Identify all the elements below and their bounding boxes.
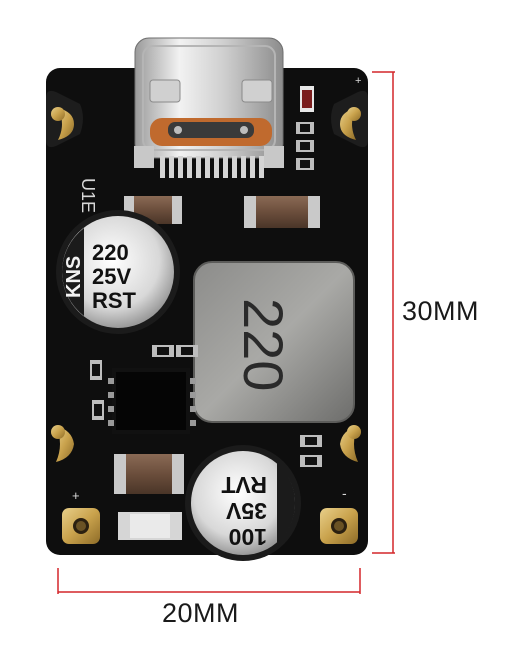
silk-plus-mark: + — [72, 488, 80, 503]
usb-pin — [169, 156, 174, 178]
usb-pin — [196, 156, 201, 178]
usb-shield-tabs — [134, 146, 284, 168]
usb-pin — [178, 156, 183, 178]
usb-pin — [187, 156, 192, 178]
usb-pin — [232, 156, 237, 178]
smd-resistor-bottom — [118, 512, 182, 540]
ic-pin — [108, 420, 114, 426]
mounting-pad-top-left — [46, 90, 83, 148]
width-dimension-line — [57, 568, 361, 594]
usb-pin — [259, 156, 264, 178]
usb-pin — [223, 156, 228, 178]
ic-chip — [108, 368, 196, 434]
solder-pad-negative — [320, 508, 358, 544]
smd-capacitor-top-right — [244, 196, 320, 228]
height-dimension-label: 30MM — [402, 296, 480, 326]
cap-voltage-label: 25V — [92, 264, 131, 289]
cap-value-label: 220 — [92, 240, 129, 265]
usb-pin — [250, 156, 255, 178]
power-inductor: 220 — [193, 261, 355, 423]
usb-pin — [205, 156, 210, 178]
silk-plus-top: + — [355, 75, 361, 87]
ic-pin — [190, 420, 196, 426]
cap2-series-label: RVT — [221, 472, 267, 498]
height-dimension-line — [372, 71, 395, 554]
smd-resistor-array — [296, 122, 314, 170]
usb-c-pins — [160, 156, 264, 178]
silk-label-u1e: U1E — [78, 178, 98, 213]
cap2-voltage-label: 35V — [225, 498, 267, 524]
usb-pin — [160, 156, 165, 178]
ic-pin — [108, 392, 114, 398]
cap-brand-label: KNS — [63, 256, 85, 298]
usb-pin — [241, 156, 246, 178]
ic-pin — [108, 378, 114, 384]
electrolytic-capacitor-100uf: 100 35V RVT — [185, 445, 301, 561]
mounting-pad-top-right — [331, 90, 368, 148]
ic-pin — [190, 406, 196, 412]
smd-capacitor-bottom — [114, 454, 184, 494]
usb-c-connector — [134, 37, 284, 159]
cap2-value-label: 100 — [229, 524, 267, 550]
ic-pin — [108, 406, 114, 412]
silk-minus-mark: - — [342, 485, 347, 501]
inductor-marking: 220 — [232, 298, 295, 391]
cap-series-label: RST — [92, 288, 137, 313]
smd-small-parts — [90, 345, 322, 467]
mounting-pad-mid-right — [340, 425, 361, 462]
electrolytic-capacitor-220uf: KNS 220 25V RST — [56, 210, 180, 334]
mounting-pad-mid-left — [51, 425, 74, 462]
solder-pad-positive — [62, 508, 100, 544]
ic-pin — [190, 392, 196, 398]
ic-pin — [190, 378, 196, 384]
led-indicator — [300, 86, 314, 112]
width-dimension-label: 20MM — [162, 598, 240, 628]
usb-pin — [214, 156, 219, 178]
